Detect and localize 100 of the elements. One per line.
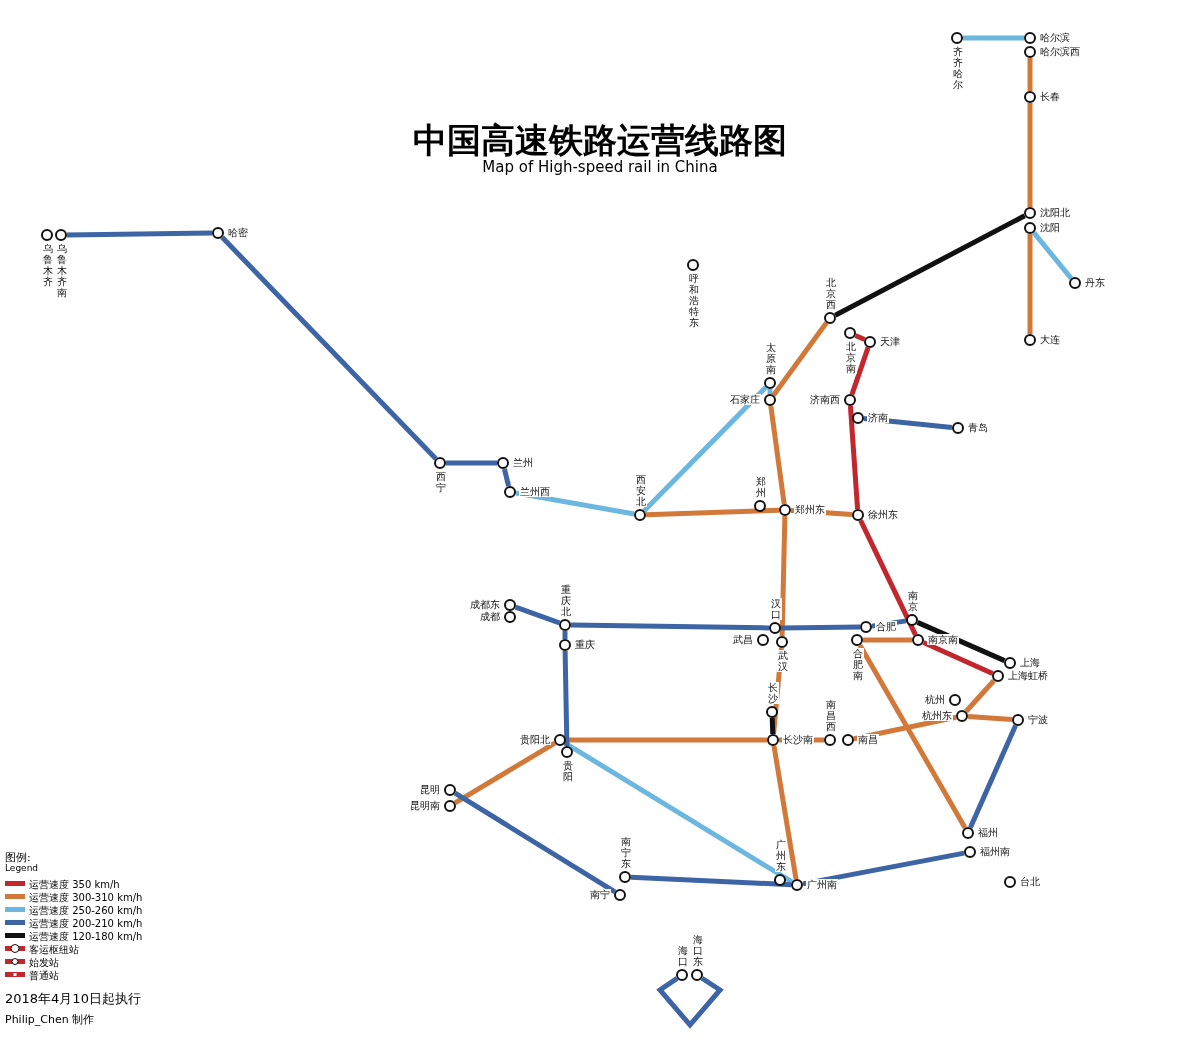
station-marker — [754, 500, 766, 512]
rail-line — [849, 346, 871, 396]
rail-line — [847, 405, 861, 510]
rail-line — [1027, 58, 1033, 91]
rail-line — [771, 321, 829, 397]
author-credit: Philip_Chen 制作 — [5, 1012, 95, 1027]
station-marker — [844, 394, 856, 406]
station-name: 兰州 — [512, 457, 534, 468]
station-name: 沈阳 — [1039, 222, 1061, 233]
station-name: 长沙 — [767, 682, 779, 704]
rail-line — [779, 515, 788, 637]
station-marker — [844, 327, 856, 339]
rail-line — [863, 637, 912, 643]
station-marker — [956, 710, 968, 722]
rail-line — [630, 874, 792, 888]
rail-line — [967, 713, 1013, 723]
station-name: 西安北 — [635, 474, 647, 507]
station-marker — [676, 969, 688, 981]
legend-text: 运营速度 300-310 km/h — [29, 891, 143, 905]
station-marker — [559, 639, 571, 651]
station-marker — [497, 457, 509, 469]
station-name: 大连 — [1039, 334, 1061, 345]
station-name: 济南西 — [809, 394, 841, 405]
legend-text: 运营速度 200-210 km/h — [29, 917, 143, 931]
station-marker — [766, 706, 778, 718]
station-marker — [1024, 207, 1036, 219]
station-marker — [774, 874, 786, 886]
rail-line — [453, 740, 557, 806]
effective-date: 2018年4月10日起执行 — [5, 990, 141, 1008]
rail-line — [1027, 103, 1033, 207]
station-marker — [1024, 32, 1036, 44]
station-name: 海口 — [677, 945, 689, 967]
station-marker — [504, 599, 516, 611]
station-name: 郑州东 — [794, 504, 826, 515]
station-marker — [1024, 91, 1036, 103]
station-name: 海口东 — [692, 934, 704, 967]
station-name: 南昌 — [857, 734, 879, 745]
rail-line — [446, 460, 497, 466]
legend-text: 普通站 — [29, 969, 59, 983]
station-marker — [949, 694, 961, 706]
station-name: 成都东 — [469, 599, 501, 610]
station-marker — [691, 969, 703, 981]
station-marker — [769, 622, 781, 634]
station-name: 丹东 — [1084, 277, 1106, 288]
station-marker — [757, 634, 769, 646]
station-marker — [992, 670, 1004, 682]
station-name: 南宁东 — [620, 836, 632, 869]
station-marker — [767, 734, 779, 746]
station-marker — [41, 229, 53, 241]
station-marker — [1024, 222, 1036, 234]
station-marker — [951, 32, 963, 44]
rail-line — [922, 640, 994, 676]
station-name: 北京南 — [845, 341, 857, 374]
station-marker — [434, 457, 446, 469]
rail-line — [514, 604, 561, 626]
rail-line — [453, 791, 617, 894]
rail-line — [963, 35, 1024, 41]
station-name: 哈尔滨 — [1039, 32, 1071, 43]
station-marker — [824, 734, 836, 746]
rail-line — [769, 717, 776, 735]
legend-heading: Legend — [5, 863, 39, 873]
station-name: 南京 — [907, 590, 919, 612]
station-name: 杭州 — [924, 694, 946, 705]
station-name: 太原南 — [765, 342, 777, 375]
rail-line — [220, 235, 438, 461]
station-name: 福州 — [977, 827, 999, 838]
station-name: 成都 — [479, 611, 501, 622]
station-marker — [444, 784, 456, 796]
station-name: 宁波 — [1027, 714, 1049, 725]
station-marker — [779, 504, 791, 516]
station-marker — [1012, 714, 1024, 726]
station-marker — [559, 619, 571, 631]
station-name: 汉口 — [770, 598, 782, 620]
station-marker — [964, 846, 976, 858]
station-name: 广州南 — [806, 879, 838, 890]
station-name: 贵阳北 — [519, 734, 551, 745]
station-marker — [824, 312, 836, 324]
station-name: 青岛 — [967, 422, 989, 433]
station-marker — [1004, 657, 1016, 669]
station-name: 沈阳北 — [1039, 207, 1071, 218]
station-name: 天津 — [879, 336, 901, 347]
station-name: 南京南 — [927, 634, 959, 645]
station-marker — [1024, 334, 1036, 346]
station-marker — [764, 377, 776, 389]
station-name: 贵阳 — [562, 760, 574, 782]
station-marker — [634, 509, 646, 521]
station-marker — [791, 879, 803, 891]
station-name: 福州南 — [979, 846, 1011, 857]
station-name: 台北 — [1019, 876, 1041, 887]
rail-line — [968, 724, 1018, 829]
rail-line — [780, 624, 861, 631]
station-name: 兰州西 — [519, 486, 551, 497]
legend-text: 始发站 — [29, 956, 59, 970]
station-name: 上海 — [1019, 657, 1041, 668]
rail-line — [768, 405, 787, 505]
station-marker — [860, 621, 872, 633]
station-marker — [504, 486, 516, 498]
station-name: 武昌 — [732, 634, 754, 645]
station-name: 北京西 — [825, 277, 837, 310]
station-marker — [776, 636, 788, 648]
